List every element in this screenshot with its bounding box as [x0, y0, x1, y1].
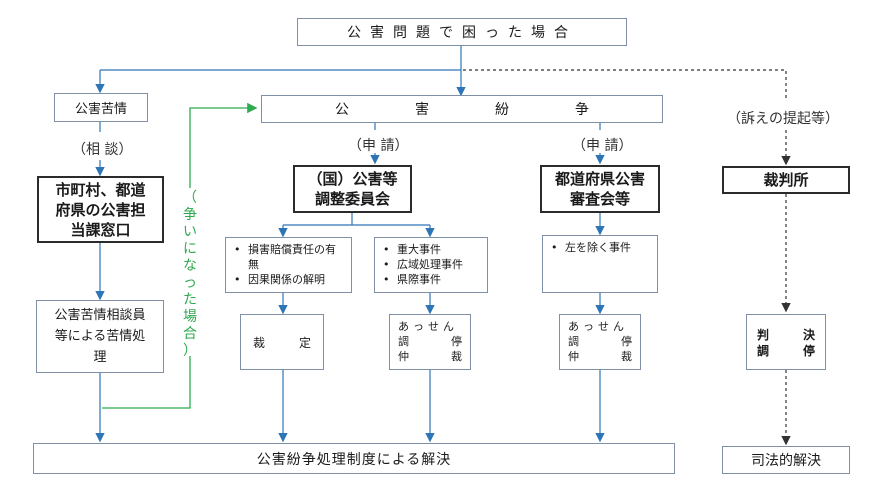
- mediation-box-prefectural: あっせん 調停 仲裁: [559, 314, 641, 370]
- prefectural-committee-box: 都道府県公害審査会等: [540, 165, 660, 213]
- consult-label: （相 談）: [72, 142, 133, 158]
- resolution-box: 公害紛争処理制度による解決: [33, 443, 675, 474]
- national-items-a-box: 損害賠償責任の有無 因果関係の解明: [225, 237, 352, 293]
- judgment-box: 判決 調停: [746, 314, 826, 370]
- list-item: 重大事件: [381, 242, 481, 257]
- page-title: 公害問題で困った場合: [297, 18, 627, 46]
- judicial-resolution-box: 司法的解決: [722, 446, 850, 474]
- national-items-b-box: 重大事件 広域処理事件 県際事件: [374, 237, 488, 293]
- list-item: 広域処理事件: [381, 257, 481, 272]
- apply-label-prefectural: （申 請）: [572, 138, 633, 154]
- list-item: 損害賠償責任の有無: [232, 242, 345, 272]
- national-committee-box: （国）公害等調整委員会: [293, 165, 412, 213]
- ruling-box: 裁定: [240, 314, 324, 370]
- list-item: 県際事件: [381, 272, 481, 287]
- court-box: 裁判所: [722, 166, 850, 194]
- list-item: 因果関係の解明: [232, 272, 345, 287]
- prefectural-items-box: 左を除く事件: [542, 235, 658, 293]
- apply-label-national: （申 請）: [348, 138, 409, 154]
- dispute-box: 公害紛争: [261, 95, 663, 123]
- list-item: 左を除く事件: [549, 240, 651, 255]
- mediation-box-national: あっせん 調停 仲裁: [389, 314, 471, 370]
- lawsuit-label: （訴えの提起等）: [727, 111, 839, 127]
- municipal-window-box: 市町村、都道府県の公害担当課窓口: [37, 176, 164, 243]
- dispute-escalation-label: （争いになった場合）: [183, 190, 197, 359]
- complaint-box: 公害苦情: [54, 93, 148, 122]
- complaint-processing-box: 公害苦情相談員等による苦情処理: [36, 300, 164, 373]
